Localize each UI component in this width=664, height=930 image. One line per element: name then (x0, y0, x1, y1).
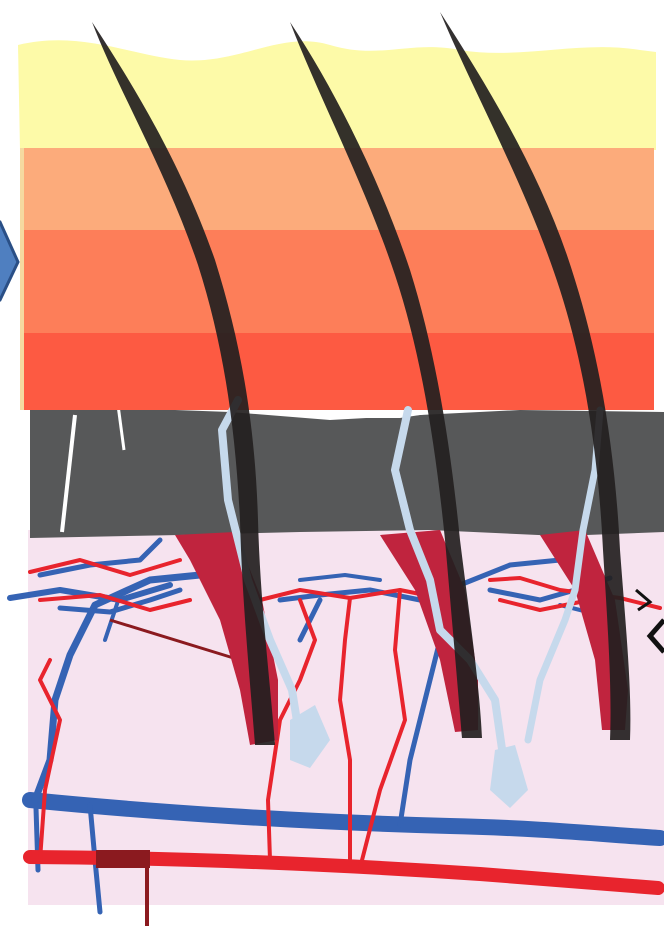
stratum-lucidum (22, 148, 654, 232)
stratum-basale (24, 333, 654, 410)
dermis-band (30, 408, 664, 538)
artery-dark-segment (96, 850, 150, 868)
